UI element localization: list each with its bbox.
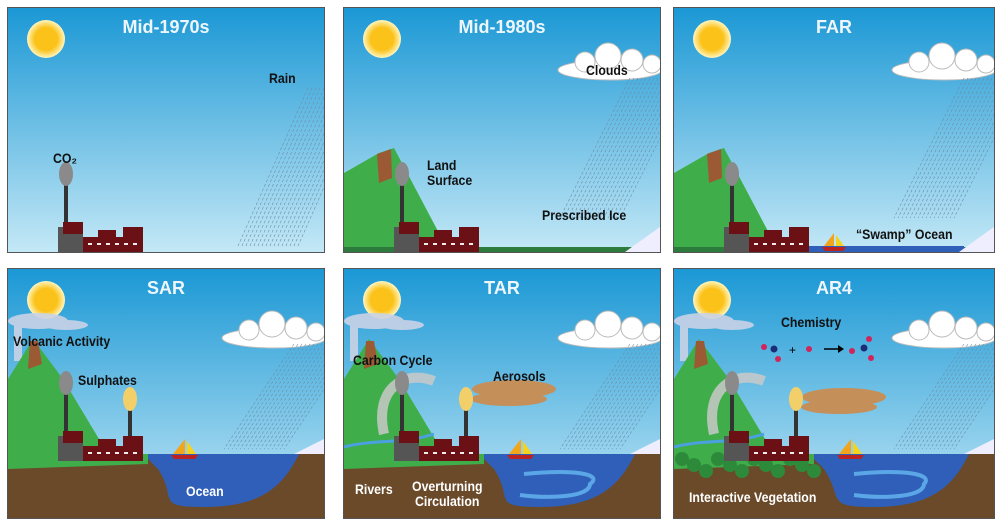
label-overturning-circulation: Overturning Circulation — [412, 478, 483, 509]
sulphate-plume — [123, 387, 137, 411]
aerosol-cloud — [801, 388, 886, 414]
rain — [893, 343, 994, 450]
mountain — [8, 339, 148, 469]
ice — [294, 439, 324, 454]
svg-text:+: + — [789, 343, 796, 357]
ocean-basin — [143, 454, 299, 507]
rain — [559, 343, 660, 450]
rain — [893, 77, 994, 219]
volcano-crater — [28, 341, 42, 369]
label-rain: Rain — [269, 70, 296, 86]
smoke — [59, 371, 73, 395]
panel-title: FAR — [816, 17, 852, 37]
chemistry-molecules: + — [761, 336, 874, 362]
sun-icon — [363, 281, 401, 319]
label-interactive-vegetation: Interactive Vegetation — [689, 489, 817, 505]
label-land-surface: Land Surface — [427, 157, 473, 188]
factory — [394, 162, 479, 252]
sulphate-plume — [459, 387, 473, 411]
label-co: CO₂ — [53, 150, 77, 166]
vegetation — [675, 452, 821, 478]
prescribed-ice — [959, 227, 994, 252]
aerosol-cloud — [471, 380, 556, 406]
cloud — [557, 42, 660, 81]
volcanic-cloud — [674, 313, 754, 361]
sun-icon — [363, 20, 401, 58]
cloud — [891, 42, 994, 81]
rain — [237, 87, 324, 247]
panel-far: FAR “Swamp” Ocean — [673, 7, 995, 253]
sun-icon — [693, 281, 731, 319]
river — [674, 432, 765, 449]
ice — [964, 439, 994, 454]
ice — [630, 439, 660, 454]
river — [344, 432, 435, 449]
factory — [58, 371, 143, 461]
overturning-circulation-arrow — [519, 470, 596, 499]
overturning-circulation-arrow — [853, 470, 928, 499]
factory — [394, 371, 479, 461]
swamp-ocean — [804, 246, 964, 252]
volcanic-cloud — [344, 313, 424, 361]
cloud — [557, 310, 660, 349]
label-clouds: Clouds — [586, 62, 628, 78]
ocean-basin — [479, 454, 635, 507]
ocean-basin — [809, 454, 969, 507]
label-chemistry: Chemistry — [781, 314, 842, 330]
land-strip — [344, 247, 660, 252]
mountain — [344, 148, 449, 252]
label-prescribed-ice: Prescribed Ice — [542, 207, 627, 223]
rain — [223, 343, 324, 450]
mountain — [674, 339, 814, 469]
label-carbon-cycle: Carbon Cycle — [353, 352, 433, 368]
smoke — [395, 371, 409, 395]
panel-title: SAR — [146, 278, 185, 298]
sulphate-plume — [789, 387, 803, 411]
volcano-crater — [364, 341, 378, 369]
smoke — [395, 162, 409, 186]
sun-icon — [693, 20, 731, 58]
smoke — [725, 371, 739, 395]
factory — [724, 371, 809, 461]
carbon-cycle-arrow — [707, 372, 766, 436]
volcano-crater — [694, 341, 708, 369]
panel-title: TAR — [484, 278, 520, 298]
mountain — [674, 148, 779, 252]
volcanic-cloud — [8, 313, 88, 361]
smoke — [59, 162, 73, 186]
label-ocean: Ocean — [186, 483, 224, 499]
carbon-cycle-arrow — [377, 372, 436, 436]
factory — [724, 162, 809, 252]
volcano-crater — [707, 149, 722, 183]
sailboat-icon — [507, 439, 534, 459]
panel-title: Mid-1970s — [122, 17, 210, 37]
label-rivers: Rivers — [355, 481, 393, 497]
label-swamp-ocean: “Swamp” Ocean — [856, 226, 953, 242]
sailboat-icon — [822, 233, 846, 251]
sun-icon — [27, 281, 65, 319]
label-volcanic-activity: Volcanic Activity — [13, 333, 111, 349]
smoke — [725, 162, 739, 186]
rain — [559, 77, 660, 219]
label-sulphates: Sulphates — [78, 372, 137, 388]
prescribed-ice — [625, 227, 660, 252]
label-aerosols: Aerosols — [493, 368, 546, 384]
panel-title: AR4 — [815, 278, 852, 298]
sailboat-icon — [837, 439, 864, 459]
cloud — [891, 310, 994, 349]
mountain — [344, 339, 484, 469]
cloud — [221, 310, 324, 349]
volcano-crater — [377, 149, 392, 183]
sailboat-icon — [171, 439, 198, 459]
panel-title: Mid-1980s — [458, 17, 546, 37]
sun-icon — [27, 20, 65, 58]
factory — [58, 162, 143, 252]
